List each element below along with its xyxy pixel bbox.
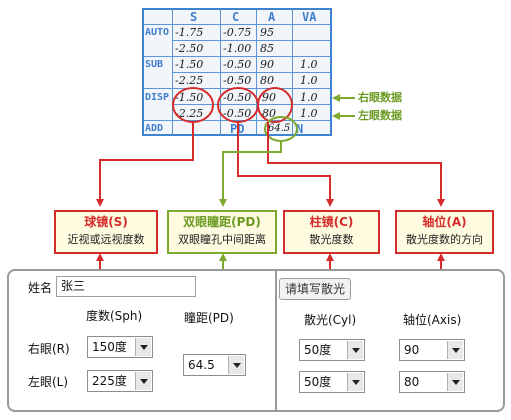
sphere-box: 球镜(S) 近视或远视度数 xyxy=(54,210,158,254)
sphere-box-title: 球镜(S) xyxy=(84,215,128,229)
axis-box: 轴位(A) 散光度数的方向 xyxy=(395,210,494,254)
slip-pd-value: 64.5 xyxy=(268,123,291,134)
left-cyl-select[interactable]: 50度 xyxy=(299,371,365,393)
connector-sphere xyxy=(96,122,194,207)
highlight-sph-ellipse xyxy=(172,87,214,123)
highlight-axis-ellipse xyxy=(257,87,293,123)
right-cyl-value: 50度 xyxy=(304,343,332,357)
form-divider xyxy=(275,269,277,412)
fill-astigmatism-button[interactable]: 请填写散光 xyxy=(279,278,351,300)
pd-box-title: 双眼瞳距(PD) xyxy=(183,215,261,229)
legend-left-eye: 左眼数据 xyxy=(358,109,402,122)
axis-column-header: 轴位(Axis) xyxy=(403,313,462,327)
slip-grid-line xyxy=(144,56,330,57)
slip-cell: 1.0 xyxy=(300,74,318,87)
right-axis-value: 90 xyxy=(404,343,420,357)
connector-cylinder xyxy=(237,122,334,207)
chevron-down-icon[interactable] xyxy=(447,341,463,359)
slip-cell: -0.50 xyxy=(223,58,252,71)
right-sph-value: 150度 xyxy=(92,340,127,354)
legend-right-eye: 右眼数据 xyxy=(358,91,402,104)
slip-cell: 1.0 xyxy=(300,58,318,71)
slip-cell-left-cyl: -0.50 xyxy=(223,107,252,120)
slip-cell-right-sph: -1.50 xyxy=(175,91,204,104)
slip-grid-line xyxy=(144,24,330,25)
name-input[interactable]: 张三 xyxy=(56,276,196,297)
chevron-down-icon[interactable] xyxy=(228,356,244,374)
slip-cell: -1.50 xyxy=(175,58,204,71)
left-cyl-value: 50度 xyxy=(304,375,332,389)
chevron-down-icon[interactable] xyxy=(447,373,463,391)
slip-cell: 90 xyxy=(260,58,274,71)
cylinder-box-desc: 散光度数 xyxy=(309,233,354,246)
slip-row-label-auto: AUTO xyxy=(145,27,170,38)
name-label: 姓名 xyxy=(28,281,53,295)
left-axis-value: 80 xyxy=(404,375,420,389)
slip-grid-line xyxy=(172,104,330,105)
slip-cell: -2.50 xyxy=(175,42,204,55)
left-sph-select[interactable]: 225度 xyxy=(87,370,153,392)
left-axis-select[interactable]: 80 xyxy=(399,371,465,393)
slip-cell: -0.50 xyxy=(223,74,252,87)
right-cyl-select[interactable]: 50度 xyxy=(299,339,365,361)
slip-cell: -2.25 xyxy=(175,74,204,87)
slip-grid-line xyxy=(172,72,330,73)
slip-header-va: VA xyxy=(302,10,317,24)
pd-select-value: 64.5 xyxy=(188,358,215,372)
slip-row-label-sub: SUB xyxy=(145,59,164,70)
slip-n-label: N xyxy=(296,122,304,136)
right-sph-select[interactable]: 150度 xyxy=(87,336,153,358)
slip-cell-left-va: 1.0 xyxy=(300,107,318,120)
slip-row-label-add: ADD xyxy=(145,123,164,134)
sph-column-header: 度数(Sph) xyxy=(86,309,143,323)
highlight-cyl-ellipse xyxy=(217,87,259,123)
pd-box: 双眼瞳距(PD) 双眼瞳孔中间距离 xyxy=(167,210,277,254)
slip-cell: 85 xyxy=(260,42,274,55)
chevron-down-icon[interactable] xyxy=(347,373,363,391)
slip-cell: -1.75 xyxy=(175,26,204,39)
left-sph-value: 225度 xyxy=(92,374,127,388)
slip-header-s: S xyxy=(190,10,198,24)
pd-box-desc: 双眼瞳孔中间距离 xyxy=(178,233,266,246)
slip-cell: -1.00 xyxy=(223,42,252,55)
slip-grid-line xyxy=(144,120,330,121)
slip-header-a: A xyxy=(268,10,276,24)
slip-cell: 95 xyxy=(260,26,274,39)
slip-cell-left-sph: -2.25 xyxy=(175,107,204,120)
chevron-down-icon[interactable] xyxy=(135,338,151,356)
pd-select[interactable]: 64.5 xyxy=(183,354,246,376)
left-eye-label: 左眼(L) xyxy=(28,375,69,389)
slip-cell-right-axis: 90 xyxy=(262,91,276,104)
right-eye-label: 右眼(R) xyxy=(28,342,70,356)
slip-cell: 80 xyxy=(260,74,274,87)
slip-cell-left-axis: 80 xyxy=(262,107,276,120)
axis-box-desc: 散光度数的方向 xyxy=(406,233,483,246)
slip-grid-line xyxy=(172,40,330,41)
chevron-down-icon[interactable] xyxy=(135,372,151,390)
sphere-box-desc: 近视或远视度数 xyxy=(67,233,145,246)
slip-header-c: C xyxy=(232,10,240,24)
right-axis-select[interactable]: 90 xyxy=(399,339,465,361)
connector-axis xyxy=(267,122,445,207)
prescription-slip: S C A VA AUTO SUB DISP ADD -1.75 -0.75 9… xyxy=(142,8,332,136)
slip-cell-right-va: 1.0 xyxy=(300,91,318,104)
axis-box-title: 轴位(A) xyxy=(422,215,467,229)
cylinder-box-title: 柱镜(C) xyxy=(309,215,354,229)
slip-row-label-disp: DISP xyxy=(145,92,170,103)
cyl-column-header: 散光(Cyl) xyxy=(304,313,357,327)
slip-cell: -0.75 xyxy=(223,26,252,39)
connector-pd xyxy=(219,141,282,207)
slip-cell-right-cyl: -0.50 xyxy=(223,91,252,104)
pd-column-header: 瞳距(PD) xyxy=(184,311,234,325)
cylinder-box: 柱镜(C) 散光度数 xyxy=(283,210,380,254)
chevron-down-icon[interactable] xyxy=(347,341,363,359)
